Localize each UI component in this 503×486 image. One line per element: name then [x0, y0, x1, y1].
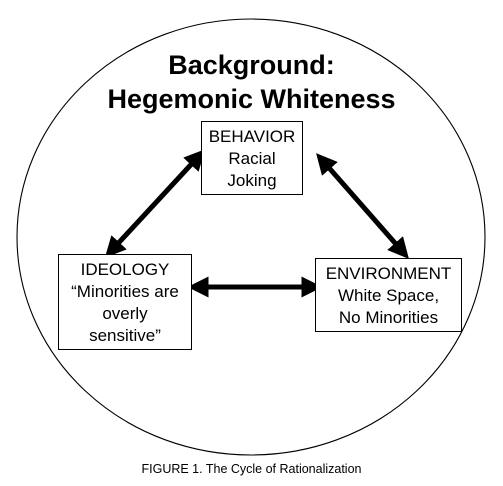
arrow-behavior-environment: [316, 153, 409, 259]
diagram-title-line2: Hegemonic Whiteness: [107, 84, 396, 114]
ideology-line-1: “Minorities are: [71, 282, 179, 301]
diagram-title-line1: Background:: [168, 50, 335, 80]
behavior-heading: BEHAVIOR: [208, 127, 296, 146]
figure-caption: FIGURE 1. The Cycle of Rationalization: [141, 462, 362, 476]
ideology-node: IDEOLOGY “Minorities are overly sensitiv…: [58, 254, 192, 350]
arrow-behavior-ideology: [104, 149, 206, 258]
behavior-node: BEHAVIOR Racial Joking: [201, 121, 303, 195]
behavior-line-1: Racial: [228, 149, 276, 168]
environment-line-1: White Space,: [337, 286, 440, 305]
environment-line-2: No Minorities: [338, 308, 439, 327]
ideology-line-2: overly: [102, 304, 148, 323]
ideology-heading: IDEOLOGY: [80, 260, 170, 279]
background-circle: [16, 18, 486, 456]
environment-node: ENVIRONMENT White Space, No Minorities: [315, 258, 462, 332]
behavior-line-2: Joking: [227, 171, 277, 190]
environment-heading: ENVIRONMENT: [325, 264, 452, 283]
ideology-line-3: sensitive”: [89, 326, 161, 345]
